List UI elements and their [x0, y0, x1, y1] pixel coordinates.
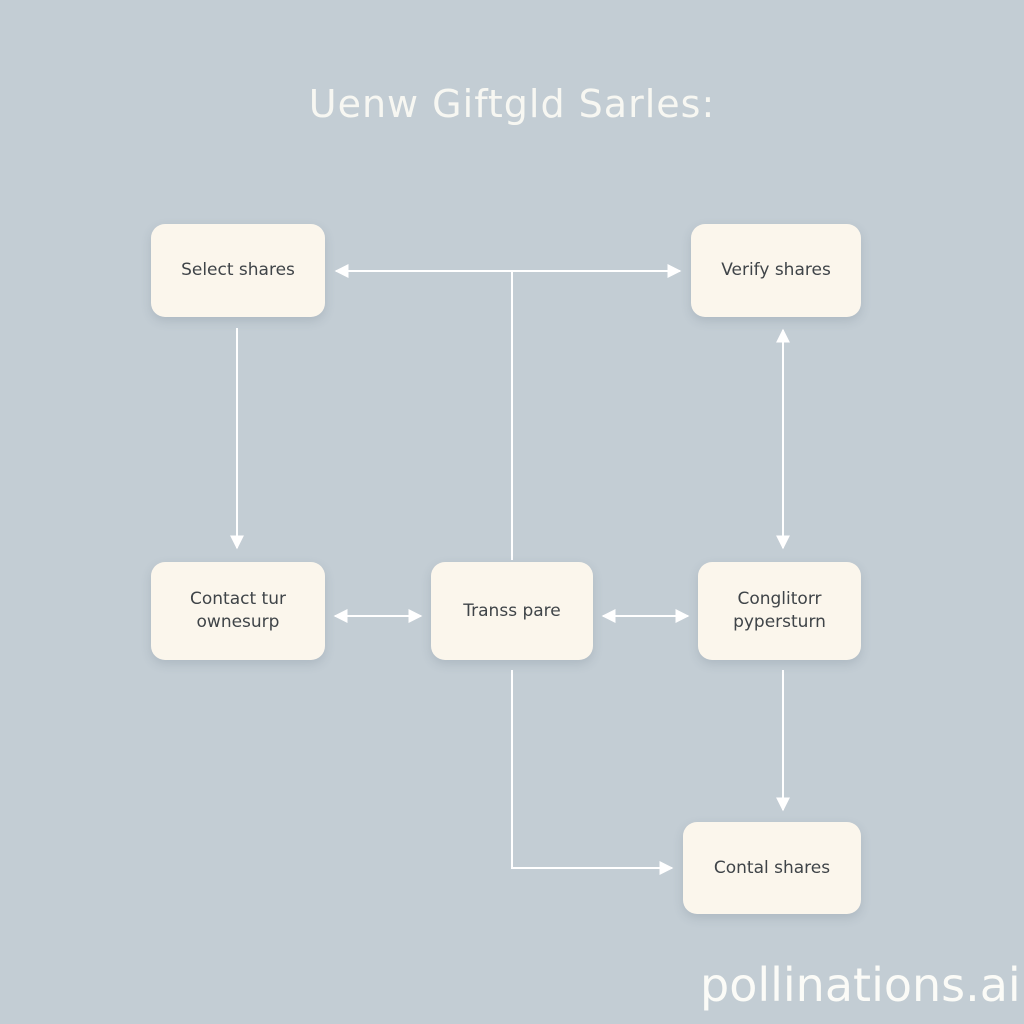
node-contact-ownership: Contact tur ownesurp [151, 562, 325, 660]
watermark-logo: pollinations.ai [700, 958, 1021, 1012]
connector-trans-contal [511, 670, 674, 875]
node-conglitorr: Conglitorr pypersturn [698, 562, 861, 660]
node-contal-shares: Contal shares [683, 822, 861, 914]
diagram-title: Uenw Giftgld Sarles: [308, 82, 716, 126]
node-select-shares: Select shares [151, 224, 325, 317]
node-transs-pare: Transs pare [431, 562, 593, 660]
node-verify-shares: Verify shares [691, 224, 861, 317]
